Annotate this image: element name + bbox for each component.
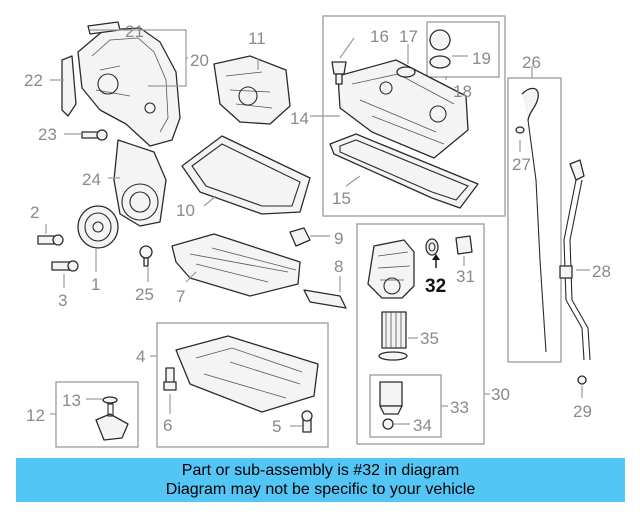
- callout-17: 17: [399, 27, 418, 46]
- callout-13: 13: [62, 391, 81, 410]
- cap-19: [429, 29, 451, 69]
- sensor-12: [95, 396, 129, 441]
- seal-17: [396, 66, 416, 78]
- callout-2: 2: [30, 203, 39, 222]
- leader-10: [203, 195, 217, 207]
- callout-20: 20: [190, 51, 209, 70]
- arrow-32: [432, 254, 440, 260]
- callout-30: 30: [491, 385, 510, 404]
- leader-15: [345, 175, 361, 187]
- group-box-4: [156, 322, 329, 448]
- seal-31: [455, 235, 473, 255]
- banner-line-disclaimer: Diagram may not be specific to your vehi…: [165, 481, 476, 498]
- bolt-5: [301, 410, 313, 433]
- callout-21: 21: [125, 22, 144, 41]
- drain-34: [382, 418, 394, 430]
- pulley-1: [77, 205, 119, 249]
- gasket-10: [181, 135, 311, 215]
- bolt-23: [81, 129, 108, 141]
- callout-35: 35: [420, 329, 439, 348]
- leader-20-21: [124, 29, 188, 87]
- filter-housing-30: [367, 239, 415, 299]
- bolt-2: [37, 234, 64, 246]
- callout-14: 14: [290, 109, 309, 128]
- leader-7: [185, 271, 197, 283]
- callout-11: 11: [248, 29, 266, 48]
- timing-cover: [77, 27, 181, 147]
- callout-1: 1: [91, 275, 100, 294]
- info-banner: Part or sub-assembly is #32 in diagram D…: [16, 458, 625, 502]
- bolt-25: [139, 245, 153, 267]
- callout-15: 15: [332, 189, 351, 208]
- callout-25: 25: [135, 285, 154, 304]
- callout-10: 10: [176, 201, 195, 220]
- group-box-26: [507, 77, 562, 363]
- banner-line-part: Part or sub-assembly is #32 in diagram: [181, 462, 460, 479]
- callout-27: 27: [512, 155, 531, 174]
- group-box-30: [356, 223, 485, 445]
- callout-12: 12: [26, 406, 45, 425]
- callout-34: 34: [413, 416, 432, 435]
- dipstick-tube-28: [559, 159, 591, 385]
- callout-32: 32: [425, 276, 446, 297]
- callout-9: 9: [334, 229, 343, 248]
- callout-3: 3: [58, 291, 67, 310]
- callout-29: 29: [573, 402, 592, 421]
- callout-16: 16: [370, 27, 389, 46]
- seal-32: [425, 238, 439, 256]
- callout-26: 26: [522, 53, 541, 72]
- gasket-8: [303, 289, 347, 309]
- gasket-15: [329, 133, 479, 209]
- oil-pan-lower-4: [175, 335, 319, 413]
- pump-11: [213, 55, 291, 125]
- callout-18: 18: [453, 82, 472, 101]
- callout-8: 8: [334, 257, 343, 276]
- callout-7: 7: [176, 287, 185, 306]
- side-cover-22: [61, 55, 77, 117]
- callout-19: 19: [472, 49, 491, 68]
- oil-pan-upper-7: [171, 233, 301, 297]
- group-box-18: [426, 21, 500, 78]
- callout-4: 4: [136, 347, 145, 366]
- bolt-3: [51, 260, 79, 272]
- callout-33: 33: [450, 398, 469, 417]
- callout-23: 23: [38, 125, 57, 144]
- callout-5: 5: [272, 417, 281, 436]
- bolt-16: [331, 61, 347, 85]
- plug-6: [163, 367, 177, 391]
- sensor-9: [289, 227, 311, 247]
- dipstick-26: [515, 87, 547, 353]
- callout-31: 31: [456, 267, 475, 286]
- callout-22: 22: [24, 71, 43, 90]
- callout-28: 28: [592, 262, 611, 281]
- callout-6: 6: [163, 416, 172, 435]
- filter-35: [378, 311, 408, 361]
- callout-24: 24: [82, 170, 101, 189]
- cap-33: [379, 381, 403, 415]
- lower-cover-24: [113, 139, 167, 227]
- leader-16: [339, 37, 355, 59]
